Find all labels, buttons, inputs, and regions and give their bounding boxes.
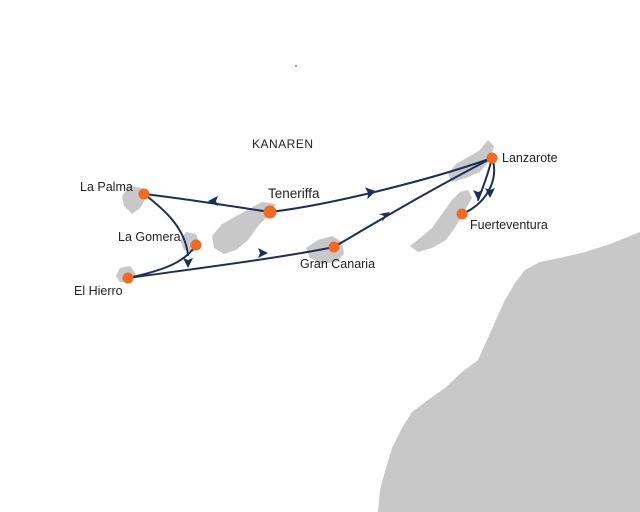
arrowhead-2	[208, 196, 218, 206]
arrowhead-1	[364, 187, 376, 200]
region-label: KANAREN	[252, 137, 314, 151]
route-grancanaria-lanzarote	[333, 157, 493, 248]
island-lanzarote	[448, 140, 494, 182]
port-label-fuerteventura: Fuerteventura	[470, 218, 548, 232]
route-elhierro-grancanaria	[127, 246, 335, 279]
port-marker-fuerteventura	[456, 208, 468, 220]
route-lanzarote-teneriffa	[269, 157, 493, 213]
port-marker-lanzarote	[486, 152, 498, 164]
port-label-gran-canaria: Gran Canaria	[300, 257, 375, 271]
port-marker-la-palma	[138, 188, 150, 200]
port-marker-gran-canaria	[328, 241, 340, 253]
arrowhead-7	[485, 188, 495, 198]
port-label-la-palma: La Palma	[80, 180, 133, 194]
arrowhead-5	[379, 212, 390, 222]
port-marker-teneriffa	[263, 205, 277, 219]
arrowhead-3	[183, 258, 193, 268]
route-lapalma-lagomera	[143, 193, 189, 256]
african-coast	[378, 232, 640, 512]
route-teneriffa-lapalma	[143, 193, 271, 213]
arrowhead-6	[473, 190, 483, 200]
port-label-lanzarote: Lanzarote	[502, 151, 558, 165]
arrowhead-4	[258, 248, 268, 258]
islet-dot	[295, 65, 297, 67]
port-marker-el-hierro	[122, 272, 134, 284]
port-label-el-hierro: El Hierro	[74, 284, 123, 298]
island-fuerteventura	[410, 190, 472, 252]
island-teneriffa	[212, 202, 276, 254]
port-label-teneriffa: Teneriffa	[268, 186, 320, 201]
port-marker-la-gomera	[190, 239, 202, 251]
port-label-la-gomera: La Gomera	[118, 230, 181, 244]
